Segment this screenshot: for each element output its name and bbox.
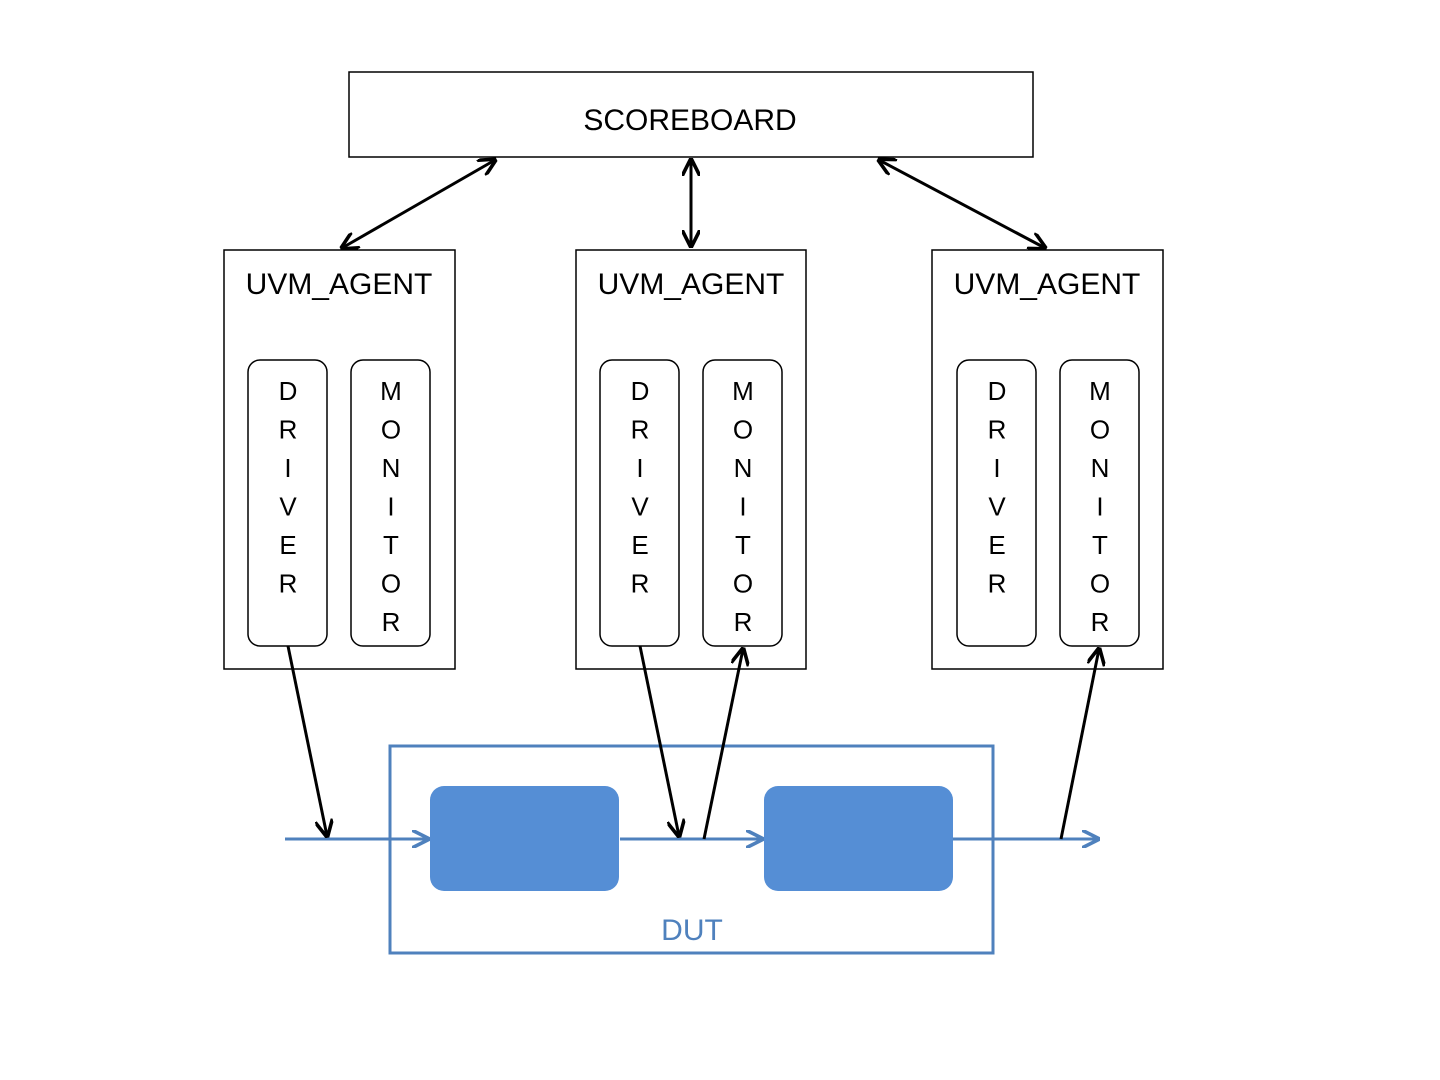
- dut-block-2: [764, 786, 953, 891]
- driver-box: [599, 359, 680, 647]
- driver1-to-input-arrow: [286, 645, 327, 836]
- agent-label: UVM_AGENT: [246, 268, 433, 301]
- dut-block-1: [430, 786, 619, 891]
- scoreboard-agent1-arrow: [342, 160, 495, 248]
- driver2-to-internal-arrow: [638, 645, 679, 836]
- dut-label: DUT: [661, 914, 723, 947]
- scoreboard-agent3-arrow: [879, 160, 1045, 248]
- output-to-monitor3-arrow: [1059, 649, 1099, 840]
- monitor-box: [350, 359, 431, 647]
- scoreboard: SCOREBOARD: [348, 71, 1034, 158]
- dut: DUT: [388, 744, 995, 955]
- agent-label: UVM_AGENT: [598, 268, 785, 301]
- agent-label: UVM_AGENT: [954, 268, 1141, 301]
- driver-box: [956, 359, 1037, 647]
- driver-box: [247, 359, 328, 647]
- scoreboard-label: SCOREBOARD: [583, 104, 796, 137]
- internal-to-monitor2-arrow: [702, 649, 743, 840]
